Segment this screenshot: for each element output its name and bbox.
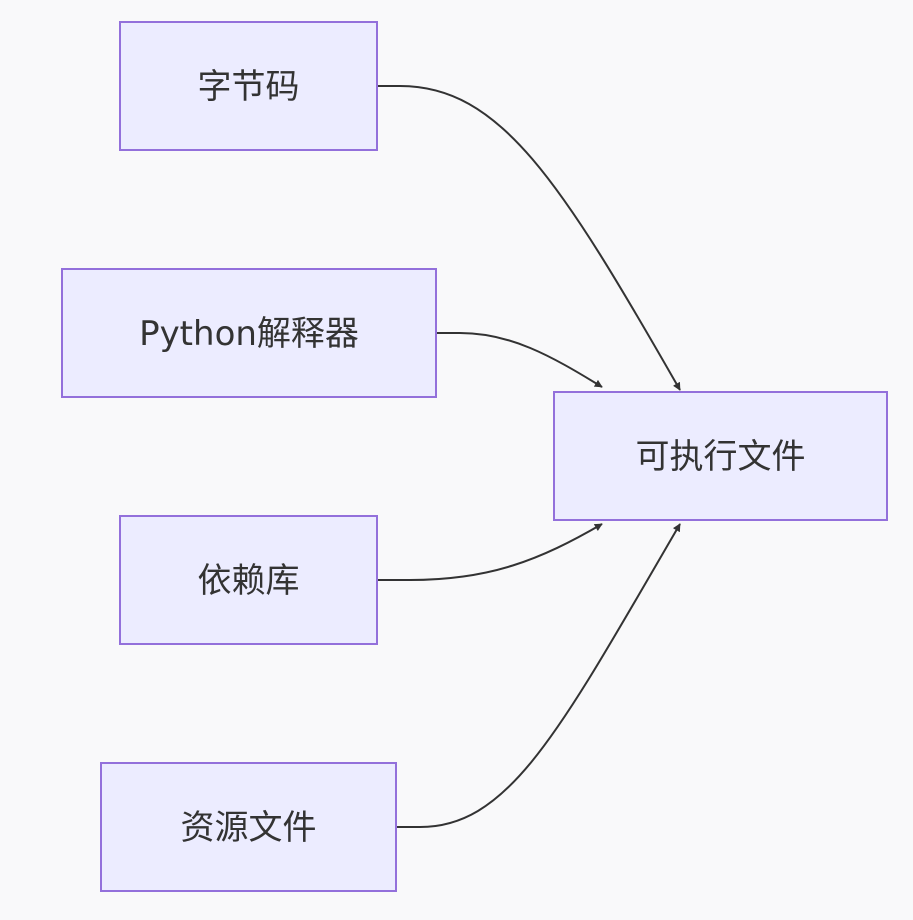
node-python-interpreter[interactable]: Python解释器 xyxy=(61,268,437,398)
node-bytecode[interactable]: 字节码 xyxy=(119,21,378,151)
edge-interpreter-to-executable xyxy=(436,332,603,388)
node-executable[interactable]: 可执行文件 xyxy=(553,391,888,521)
edge-bytecode-to-executable xyxy=(378,85,681,391)
node-dependencies[interactable]: 依赖库 xyxy=(119,515,378,645)
node-python-interpreter-label: Python解释器 xyxy=(139,314,359,354)
node-dependencies-label: 依赖库 xyxy=(198,561,300,601)
node-resources[interactable]: 资源文件 xyxy=(100,762,397,892)
node-bytecode-label: 字节码 xyxy=(198,67,300,107)
edge-dependencies-to-executable xyxy=(378,523,603,581)
node-executable-label: 可执行文件 xyxy=(636,437,806,477)
node-resources-label: 资源文件 xyxy=(181,808,317,848)
edge-resources-to-executable xyxy=(397,523,681,828)
